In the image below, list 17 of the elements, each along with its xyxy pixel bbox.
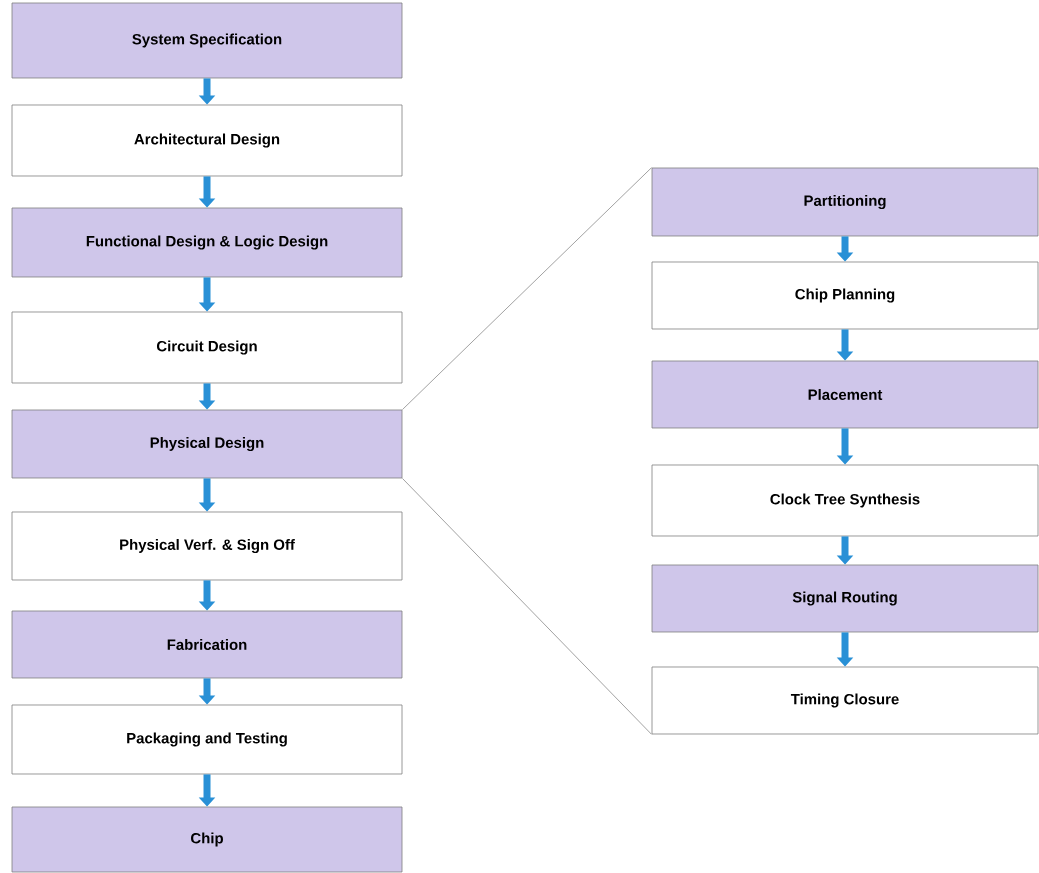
connector-line — [402, 167, 652, 410]
process-box: Functional Design & Logic Design — [11, 207, 403, 278]
process-box: Fabrication — [11, 610, 403, 679]
connector-line — [402, 478, 652, 735]
process-box: Partitioning — [651, 167, 1039, 237]
process-box: Clock Tree Synthesis — [651, 464, 1039, 537]
process-box: Chip — [11, 806, 403, 873]
process-box: Physical Verf. & Sign Off — [11, 511, 403, 581]
process-box: Architectural Design — [11, 104, 403, 177]
process-box: Circuit Design — [11, 311, 403, 384]
process-box: System Specification — [11, 2, 403, 79]
process-box: Signal Routing — [651, 564, 1039, 633]
process-box: Timing Closure — [651, 666, 1039, 735]
process-box: Chip Planning — [651, 261, 1039, 330]
process-box: Packaging and Testing — [11, 704, 403, 775]
process-box: Physical Design — [11, 409, 403, 479]
process-box: Placement — [651, 360, 1039, 429]
